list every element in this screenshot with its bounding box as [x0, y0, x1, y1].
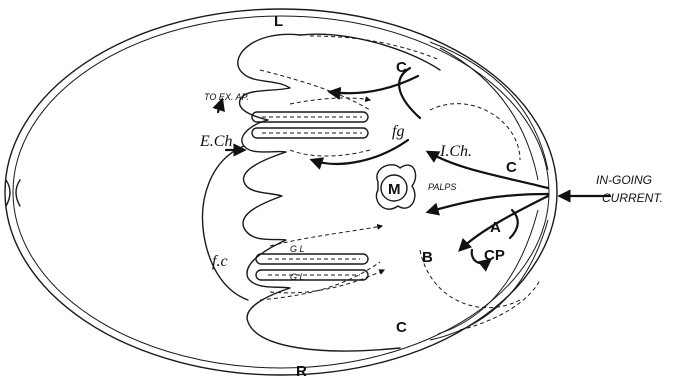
label-to-ex-ap: TO EX. AP.	[204, 92, 249, 102]
label-fg: fg	[392, 123, 404, 140]
label-i-ch: I.Ch.	[439, 143, 472, 160]
label-gl-upper: G L	[290, 244, 305, 254]
lower-lamellae	[256, 254, 368, 280]
label-fc: f.c	[212, 253, 228, 270]
upper-lamellae	[252, 112, 368, 138]
label-palps: PALPS	[428, 182, 456, 192]
label-in-going: IN-GOING	[596, 173, 652, 187]
current-arrows	[218, 68, 610, 263]
label-e-ch: E.Ch.	[199, 133, 236, 150]
label-gl-lower: G L	[290, 272, 305, 282]
label-current: CURRENT.	[602, 191, 663, 205]
label-C-bottom: C	[396, 319, 407, 336]
label-CP: CP	[484, 247, 505, 264]
label-C-right: C	[506, 159, 517, 176]
label-L: L	[274, 13, 283, 30]
label-C-top: C	[396, 59, 407, 76]
label-R: R	[296, 363, 307, 380]
label-B: B	[422, 249, 433, 266]
label-M: M	[388, 181, 401, 198]
label-A: A	[490, 219, 501, 236]
